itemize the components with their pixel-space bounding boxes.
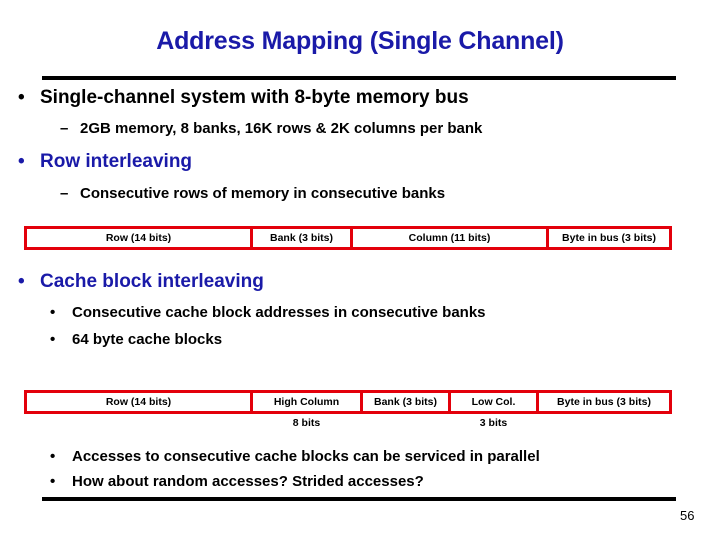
bullet-cache-block-interleaving: • Cache block interleaving (18, 271, 264, 293)
bullet-memory-spec: –2GB memory, 8 banks, 16K rows & 2K colu… (60, 120, 482, 137)
table-cell-byte-in-bus: Byte in bus (3 bits) (539, 393, 669, 411)
bullet-parallel-accesses: • Accesses to consecutive cache blocks ca… (50, 448, 540, 465)
bullet-memory-spec-label: 2GB memory, 8 banks, 16K rows & 2K colum… (80, 120, 483, 137)
round-bullet-icon: • (50, 448, 56, 465)
divider-top (42, 76, 676, 80)
cache-block-address-table: Row (14 bits) High Column 8 bits Bank (3… (24, 390, 672, 429)
round-bullet-icon: • (18, 151, 25, 172)
bullet-64-byte-blocks: • 64 byte cache blocks (50, 331, 222, 348)
round-bullet-icon: • (18, 271, 25, 292)
table-cell-column-label: Column (11 bits) (408, 232, 491, 244)
dash-bullet-icon: – (60, 185, 69, 202)
table-cell-row: Row (14 bits) (27, 393, 253, 411)
bullet-row-interleaving: • Row interleaving (18, 151, 192, 173)
table-cell-byte-in-bus-label: Byte in bus (3 bits) (557, 396, 651, 408)
table-cell-column: Column (11 bits) (353, 229, 549, 247)
table-cell-byte-in-bus-label: Byte in bus (3 bits) (562, 232, 656, 244)
bullet-single-channel: • Single-channel system with 8-byte memor… (18, 87, 469, 109)
bullet-consecutive-rows-label: Consecutive rows of memory in consecutiv… (80, 185, 446, 202)
page-title: Address Mapping (Single Channel) (156, 27, 564, 55)
page-number: 56 (680, 508, 695, 523)
table-cell-low-col: Low Col. 3 bits (451, 393, 539, 429)
bullet-consecutive-blocks-label: Consecutive cache block addresses in con… (72, 304, 486, 321)
bullet-consecutive-blocks: • Consecutive cache block addresses in co… (50, 304, 486, 321)
table-cell-bank: Bank (3 bits) (253, 229, 353, 247)
bullet-cache-block-interleaving-label: Cache block interleaving (40, 271, 264, 292)
table-cell-bank: Bank (3 bits) (363, 393, 451, 411)
bullet-single-channel-label: Single-channel system with 8-byte memory… (40, 87, 469, 108)
table-cell-byte-in-bus: Byte in bus (3 bits) (549, 229, 669, 247)
table-cell-high-column-sub: 8 bits (292, 417, 321, 429)
round-bullet-icon: • (50, 304, 56, 321)
round-bullet-icon: • (50, 473, 56, 490)
table-cell-row-label: Row (14 bits) (105, 232, 172, 244)
row-interleaving-address-table: Row (14 bits) Bank (3 bits) Column (11 b… (24, 226, 672, 250)
table-cell-bank-label: Bank (3 bits) (373, 396, 437, 408)
table-cell-bank-label: Bank (3 bits) (269, 232, 333, 244)
table-cell-row-label: Row (14 bits) (105, 396, 172, 408)
divider-bottom (42, 497, 676, 501)
table-cell-high-column-label: High Column (273, 396, 340, 408)
table-cell-row: Row (14 bits) (27, 229, 253, 247)
bullet-64-byte-blocks-label: 64 byte cache blocks (72, 331, 223, 348)
bullet-random-accesses-label: How about random accesses? Strided acces… (72, 473, 424, 490)
table-cell-low-col-label: Low Col. (471, 396, 516, 408)
bullet-random-accesses: • How about random accesses? Strided acce… (50, 473, 424, 490)
dash-bullet-icon: – (60, 120, 69, 137)
table-cell-low-col-sub: 3 bits (479, 417, 508, 429)
table-cell-high-column: High Column 8 bits (253, 393, 363, 429)
bullet-row-interleaving-label: Row interleaving (40, 151, 193, 172)
round-bullet-icon: • (18, 87, 25, 108)
bullet-parallel-accesses-label: Accesses to consecutive cache blocks can… (72, 448, 540, 465)
round-bullet-icon: • (50, 331, 56, 348)
bullet-consecutive-rows: –Consecutive rows of memory in consecuti… (60, 185, 445, 202)
